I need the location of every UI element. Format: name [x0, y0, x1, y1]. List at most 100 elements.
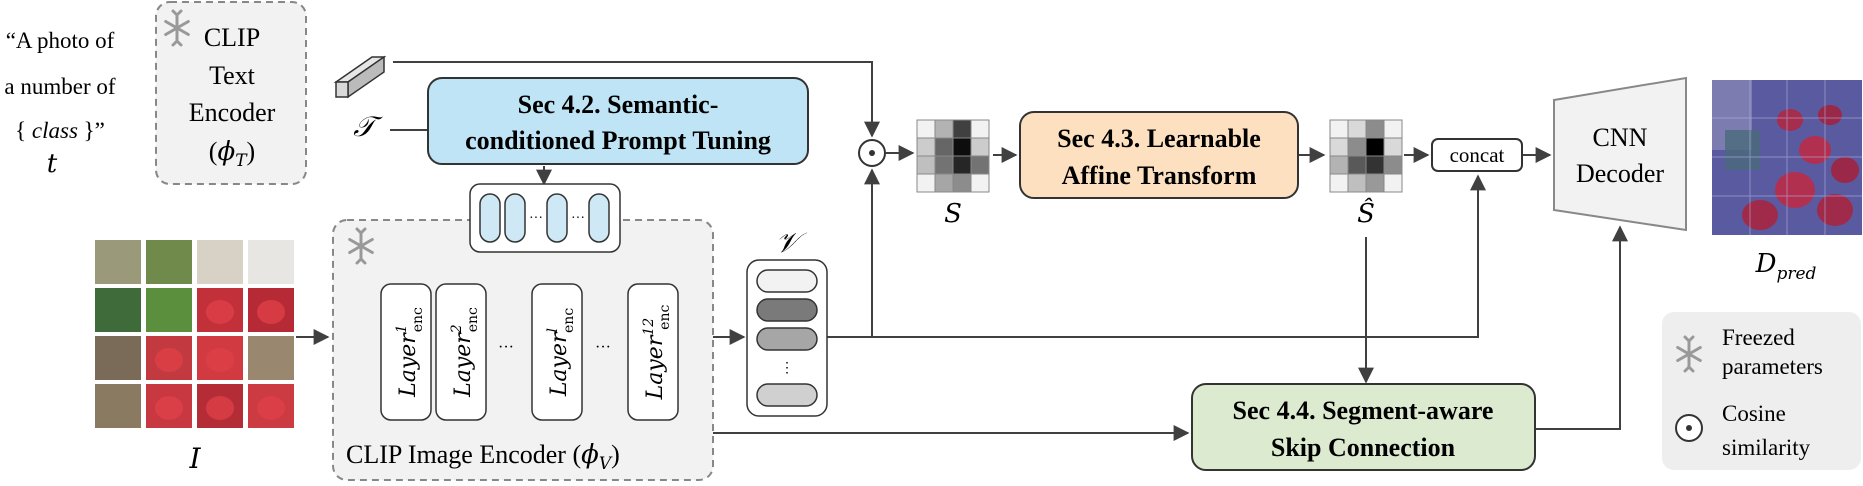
decoder-line-1: CNN — [1593, 123, 1648, 152]
strawberry-shape — [155, 396, 183, 420]
score-cell — [1383, 119, 1403, 139]
score-cell — [970, 119, 990, 139]
prompt-token — [546, 193, 568, 243]
svg-text:Layerlenc: Layerlenc — [545, 308, 577, 397]
visual-token — [756, 298, 818, 322]
cnn-decoder: CNN Decoder — [1553, 76, 1687, 232]
score-cell — [1365, 173, 1385, 193]
token-ellipsis: ··· — [529, 211, 543, 226]
score-cell — [970, 173, 990, 193]
text-encoder-line-1: CLIP — [204, 23, 260, 52]
image-patch — [95, 240, 141, 284]
strawberry-shape — [206, 348, 234, 372]
image-patch — [197, 240, 243, 284]
clip-text-encoder: CLIP Text Encoder (ϕT) — [155, 1, 307, 185]
image-encoder-label: CLIP Image Encoder (ϕV) — [346, 440, 620, 474]
encoder-layer-l: Layerlenc — [531, 283, 583, 421]
score-cell — [1383, 173, 1403, 193]
score-cell — [1347, 119, 1367, 139]
prompt-tuning-module: Sec 4.2. Semantic- conditioned Prompt Tu… — [427, 77, 809, 165]
skip-connection-module: Sec 4.4. Segment-aware Skip Connection — [1191, 383, 1536, 471]
clip-image-encoder: ··· ··· Layer1enc Layer2enc ··· Layerlen… — [332, 183, 714, 481]
cosine-similarity-icon — [858, 139, 886, 167]
text-encoder-symbol: (ϕT) — [209, 137, 255, 171]
affine-box — [1019, 111, 1299, 199]
prompt-token — [479, 193, 501, 243]
score-cell — [970, 137, 990, 157]
prompt-line-3: { class }” — [15, 118, 105, 143]
score-cell — [970, 155, 990, 175]
prompt-line-1: “A photo of — [6, 28, 115, 53]
score-cell — [952, 155, 972, 175]
score-cell — [916, 119, 936, 139]
affine-line-1: Sec 4.3. Learnable — [1057, 124, 1261, 153]
score-cell — [934, 155, 954, 175]
snowflake-icon — [348, 227, 374, 265]
prompt-token — [588, 193, 610, 243]
cosine-icon — [1675, 414, 1703, 442]
prompt-tuning-box — [427, 77, 809, 165]
visual-embedding: 𝒱 ⋮ — [746, 226, 828, 417]
token-ellipsis: ··· — [571, 211, 585, 226]
snowflake-icon — [164, 9, 190, 47]
score-cell — [916, 137, 936, 157]
decoder-line-2: Decoder — [1576, 159, 1664, 188]
prompt-token — [504, 193, 526, 243]
visual-token — [756, 327, 818, 351]
score-cell — [916, 173, 936, 193]
score-cell — [1383, 155, 1403, 175]
score-cell — [952, 137, 972, 157]
encoder-layer-1: Layer1enc — [380, 283, 432, 421]
svg-text:Layer2enc: Layer2enc — [449, 307, 481, 398]
text-encoder-line-2: Text — [209, 61, 256, 90]
prompt-line-2: a number of — [4, 74, 115, 99]
layer-ellipsis: ··· — [595, 339, 611, 356]
strawberry-shape — [257, 396, 285, 420]
score-cell — [1365, 119, 1385, 139]
svg-text:Layer1enc: Layer1enc — [394, 307, 426, 398]
legend-box — [1662, 312, 1861, 470]
score-cell — [934, 119, 954, 139]
strawberry-shape — [206, 300, 234, 324]
legend-frozen-line-1: Freezed — [1722, 325, 1795, 350]
score-cell — [1347, 137, 1367, 157]
encoder-layer-12: Layer12enc — [627, 283, 679, 421]
affine-line-2: Affine Transform — [1062, 161, 1257, 190]
image-patch — [146, 240, 192, 284]
input-image-patches — [95, 240, 294, 428]
snowflake-icon — [1676, 335, 1702, 373]
score-cell — [1365, 155, 1385, 175]
prompt-tuning-line-2: conditioned Prompt Tuning — [465, 126, 771, 155]
skip-line-1: Sec 4.4. Segment-aware — [1233, 396, 1494, 425]
strawberry-shape — [155, 348, 183, 372]
score-cell — [1329, 155, 1349, 175]
visual-token — [756, 269, 818, 293]
score-cell — [1329, 173, 1349, 193]
encoder-layer-2: Layer2enc — [435, 283, 487, 421]
score-hat-symbol: Ŝ — [1357, 197, 1375, 229]
text-encoder-line-3: Encoder — [189, 98, 276, 127]
image-patch — [95, 384, 141, 428]
visual-symbol: 𝒱 — [775, 226, 807, 259]
legend-cosine-line-2: similarity — [1722, 435, 1811, 460]
legend-cosine-line-1: Cosine — [1722, 401, 1786, 426]
legend: Freezed parameters Cosine similarity — [1662, 312, 1861, 470]
arrow-text-to-cosine — [393, 61, 880, 138]
output-symbol: Dpred — [1755, 249, 1817, 284]
score-cell — [1383, 137, 1403, 157]
score-cell — [1329, 137, 1349, 157]
arrow-v-to-concat — [826, 174, 1486, 338]
image-patch — [146, 288, 192, 332]
score-cell — [916, 155, 936, 175]
image-patch — [95, 288, 141, 332]
score-cell — [934, 173, 954, 193]
prompt-symbol: t — [47, 149, 58, 179]
score-cell — [1365, 137, 1385, 157]
score-cell — [952, 119, 972, 139]
text-embedding-bar — [333, 55, 387, 99]
visual-ellipsis: ⋮ — [780, 361, 794, 376]
visual-token — [756, 383, 818, 407]
concat-op: concat — [1431, 138, 1523, 172]
